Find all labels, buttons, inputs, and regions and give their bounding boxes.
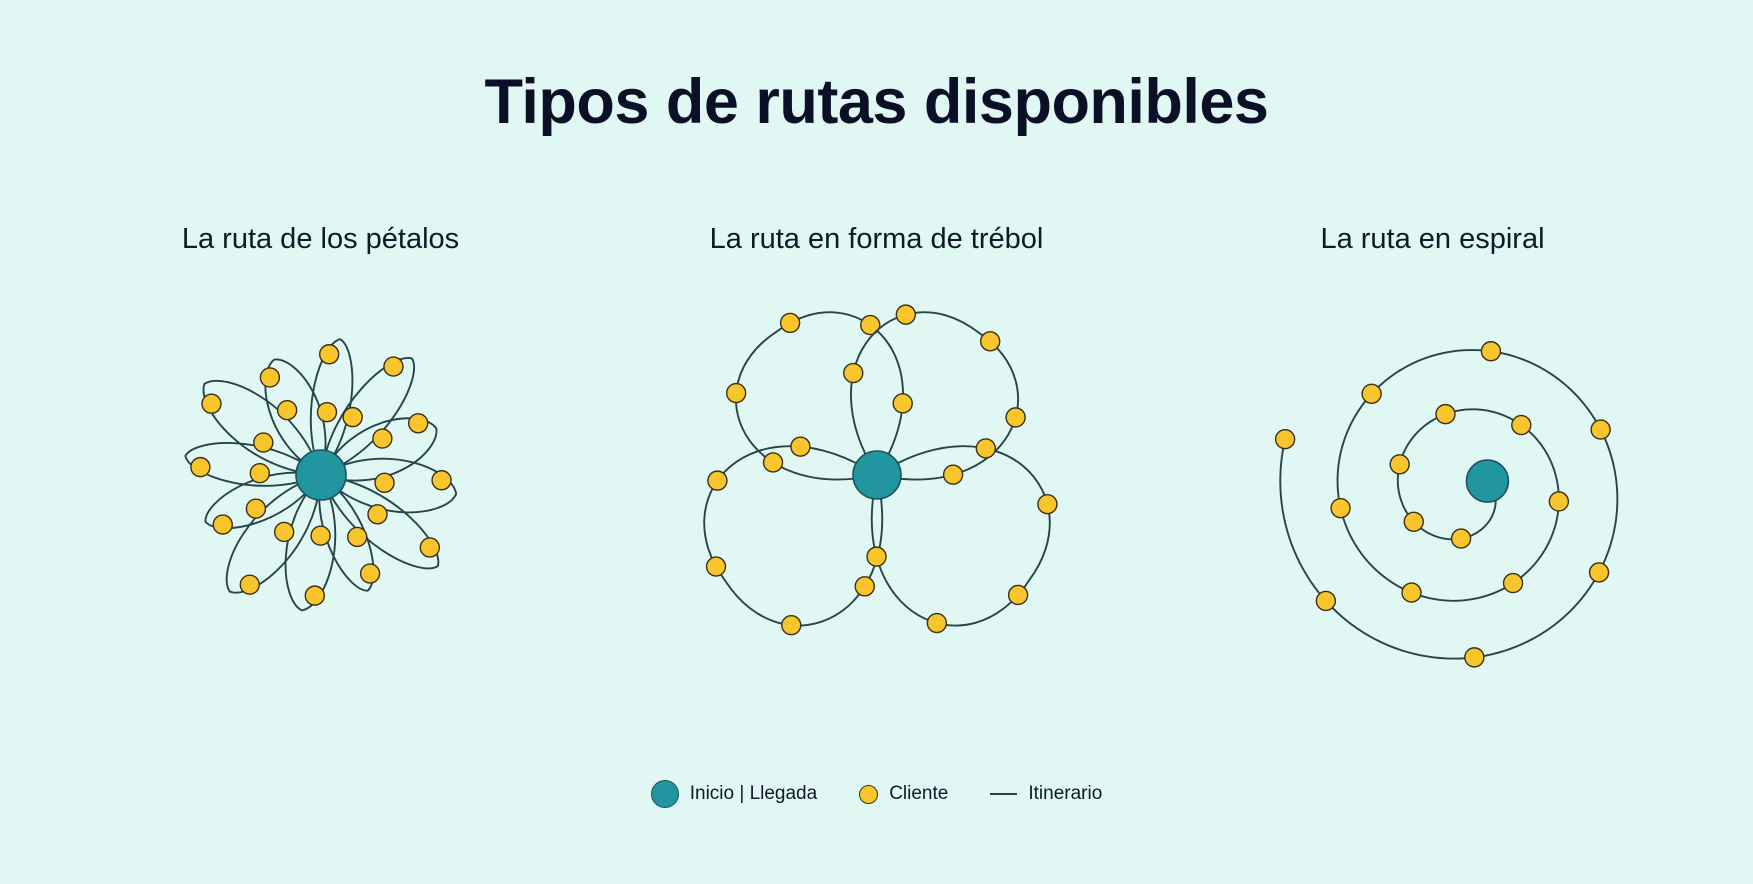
client-node <box>979 330 1000 352</box>
client-node <box>200 393 222 414</box>
line-segment-icon <box>990 793 1018 795</box>
client-node <box>239 574 260 595</box>
client-node <box>1329 497 1351 519</box>
client-node <box>371 428 393 449</box>
client-node <box>1480 340 1501 362</box>
client-node <box>1274 428 1295 450</box>
client-node <box>1007 584 1028 605</box>
spiral-route-path <box>1278 348 1618 660</box>
panel-espiral: La ruta en espiral <box>1155 222 1711 675</box>
client-node <box>276 399 297 421</box>
panel-title-petalos: La ruta de los pétalos <box>181 223 460 255</box>
petal-route-diagram <box>183 338 457 612</box>
client-node <box>895 304 916 325</box>
route-panels: La ruta de los pétalos La ruta en forma … <box>0 222 1753 675</box>
client-node <box>1463 646 1485 668</box>
client-node <box>1036 493 1058 515</box>
figure-petalos <box>111 275 531 675</box>
legend-item-inicio-llegada: Inicio | Llegada <box>650 780 818 808</box>
client-node <box>1510 414 1531 436</box>
client-node <box>705 556 726 577</box>
client-node <box>780 614 801 636</box>
client-node <box>942 464 963 485</box>
legend-item-cliente: Cliente <box>859 783 948 805</box>
clover-route-diagram <box>702 304 1058 636</box>
client-node <box>1360 383 1382 404</box>
client-node <box>892 392 913 414</box>
page-title: Tipos de rutas disponibles <box>484 67 1269 137</box>
client-node <box>373 472 395 493</box>
client-node <box>926 612 947 634</box>
client-node <box>304 585 325 606</box>
client-node <box>842 362 863 384</box>
hub-node <box>851 449 902 500</box>
client-node <box>1434 403 1456 425</box>
client-node <box>1388 453 1410 475</box>
client-node <box>366 503 388 525</box>
client-node <box>1589 419 1611 440</box>
panel-title-trebol: La ruta en forma de trébol <box>709 223 1044 255</box>
client-node <box>1548 491 1569 512</box>
client-node <box>859 314 880 336</box>
hub-node <box>294 448 347 501</box>
client-node <box>789 436 811 457</box>
client-node <box>273 521 294 542</box>
client-node <box>316 401 337 423</box>
yellow-circle-icon <box>859 784 879 804</box>
legend-label-inicio-llegada: Inicio | Llegada <box>689 783 818 804</box>
legend-label-cliente: Cliente <box>889 783 949 804</box>
client-node <box>725 382 746 404</box>
teal-circle-icon <box>650 780 679 808</box>
hub-node <box>1465 459 1509 503</box>
legend: Inicio | Llegada Cliente Itinerario <box>0 780 1753 808</box>
client-node <box>865 546 887 567</box>
figure-espiral <box>1223 275 1643 675</box>
panel-title-espiral: La ruta en espiral <box>1320 223 1545 255</box>
spiral-route-diagram <box>1274 340 1618 668</box>
panel-trebol: La ruta en forma de trébol <box>599 222 1155 675</box>
client-node <box>245 498 266 519</box>
client-node <box>252 432 274 453</box>
client-node <box>382 356 404 377</box>
client-node <box>1588 562 1609 583</box>
client-node <box>212 514 233 535</box>
client-node <box>1315 590 1336 611</box>
panel-petalos: La ruta de los pétalos <box>43 222 599 675</box>
client-node <box>1400 582 1422 603</box>
client-node <box>407 412 428 434</box>
client-node <box>259 367 280 388</box>
figure-trebol <box>667 275 1087 675</box>
client-node <box>706 470 728 491</box>
client-node <box>318 343 339 365</box>
client-node <box>419 537 440 558</box>
client-node <box>854 575 875 597</box>
client-node <box>249 462 270 484</box>
client-node <box>189 456 211 478</box>
client-node <box>975 438 996 459</box>
client-node <box>762 452 783 473</box>
client-node <box>1004 406 1026 428</box>
client-node <box>430 469 452 491</box>
client-node <box>346 526 367 547</box>
legend-label-itinerario: Itinerario <box>1028 783 1103 804</box>
client-node <box>341 406 363 428</box>
client-node <box>1450 528 1471 549</box>
client-node <box>1403 511 1424 532</box>
legend-item-itinerario: Itinerario <box>990 783 1102 805</box>
client-node <box>309 525 331 546</box>
client-node <box>1502 572 1523 594</box>
client-node <box>359 563 380 584</box>
client-node <box>779 312 800 333</box>
